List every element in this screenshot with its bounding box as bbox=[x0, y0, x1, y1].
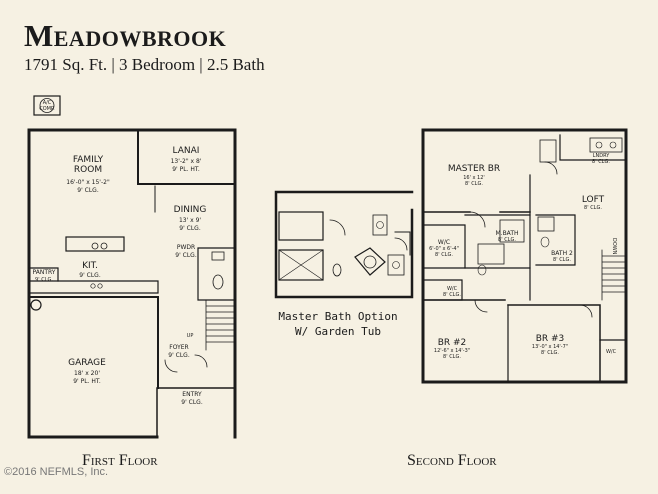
dining-name: DINING bbox=[174, 205, 207, 215]
loft-name: LOFT bbox=[582, 195, 605, 205]
bath-option-line-1: Master Bath Option bbox=[278, 310, 397, 323]
kit-name: KIT. bbox=[82, 261, 98, 271]
laundry-name: LNDRY bbox=[593, 153, 611, 159]
master-br-ceiling: 8' CLG. bbox=[465, 181, 483, 187]
garage-name: GARAGE bbox=[68, 358, 106, 368]
wic3-name: W/C bbox=[606, 349, 617, 355]
stair-down-note: DOWN bbox=[611, 238, 617, 255]
kit-ceiling: 9' CLG. bbox=[79, 272, 101, 279]
family-room-name-2: ROOM bbox=[74, 165, 102, 175]
mbath-ceiling: 8' CLG. bbox=[498, 237, 516, 243]
foyer-ceiling: 9' CLG. bbox=[168, 352, 190, 359]
master-br-dims: 16' x 12' bbox=[463, 175, 485, 181]
br2-dims: 12'-6" x 14'-3" bbox=[434, 348, 470, 354]
mbath-name: M.BATH bbox=[495, 230, 518, 237]
loft-ceiling: 8' CLG. bbox=[584, 205, 602, 211]
ac-label-2: COMP. bbox=[39, 106, 55, 112]
br3-name: BR #3 bbox=[536, 334, 565, 344]
pwdr-ceiling: 9' CLG. bbox=[175, 252, 197, 259]
lanai-ceiling: 9' PL. HT. bbox=[172, 166, 200, 173]
ac-label-1: A/C bbox=[43, 100, 52, 106]
br2-name: BR #2 bbox=[438, 338, 467, 348]
br3-dims: 13'-0" x 14'-7" bbox=[532, 344, 568, 350]
dining-dims: 13' x 9' bbox=[179, 217, 201, 224]
master-br-name: MASTER BR bbox=[448, 164, 500, 174]
second-floor-label: Second Floor bbox=[407, 452, 497, 469]
lanai-name: LANAI bbox=[173, 146, 200, 156]
pantry-ceiling: 9' CLG. bbox=[35, 277, 53, 283]
family-room-dims: 16'-0" x 15'-2" bbox=[66, 179, 110, 186]
wic2-name: W/C bbox=[447, 286, 458, 292]
garage-dims: 18' x 20' bbox=[74, 370, 100, 377]
br3-ceiling: 8' CLG. bbox=[541, 350, 559, 356]
br2-ceiling: 8' CLG. bbox=[443, 354, 461, 360]
garage-ceiling: 9' PL. HT. bbox=[73, 378, 101, 385]
laundry-ceiling: 8' CLG. bbox=[592, 159, 610, 165]
pwdr-name: PWDR bbox=[177, 244, 195, 251]
foyer-name: FOYER bbox=[169, 344, 188, 351]
plan-subtitle: 1791 Sq. Ft. | 3 Bedroom | 2.5 Bath bbox=[24, 55, 265, 74]
wic-master-ceiling: 8' CLG. bbox=[435, 252, 453, 258]
bath2-name: BATH 2 bbox=[551, 250, 573, 257]
copyright-text: ©2016 NEFMLS, Inc. bbox=[4, 466, 109, 478]
first-floor-label: First Floor bbox=[82, 452, 158, 469]
wic-master-dims: 6'-0" x 6'-4" bbox=[429, 246, 459, 252]
entry-ceiling: 9' CLG. bbox=[181, 399, 203, 406]
ac-unit bbox=[33, 95, 61, 116]
family-room-name-1: FAMILY bbox=[73, 155, 104, 165]
family-room-ceiling: 9' CLG. bbox=[77, 187, 99, 194]
lanai-dims: 13'-2" x 8' bbox=[171, 158, 202, 165]
wic-master-name: W/C bbox=[438, 239, 450, 246]
first-floor-plan: A/C COMP. bbox=[27, 95, 237, 439]
pantry-name: PANTRY bbox=[33, 269, 56, 276]
stair-up-note: UP bbox=[187, 333, 194, 339]
bath-option-plan bbox=[274, 190, 414, 299]
entry-name: ENTRY bbox=[182, 391, 202, 398]
wic2-ceiling: 8' CLG. bbox=[443, 292, 461, 298]
bath-option-line-2: W/ Garden Tub bbox=[295, 325, 381, 338]
plan-title: Meadowbrook bbox=[24, 18, 227, 53]
dining-ceiling: 9' CLG. bbox=[179, 225, 201, 232]
second-floor-plan bbox=[421, 128, 628, 384]
bath2-ceiling: 8' CLG. bbox=[553, 257, 571, 263]
